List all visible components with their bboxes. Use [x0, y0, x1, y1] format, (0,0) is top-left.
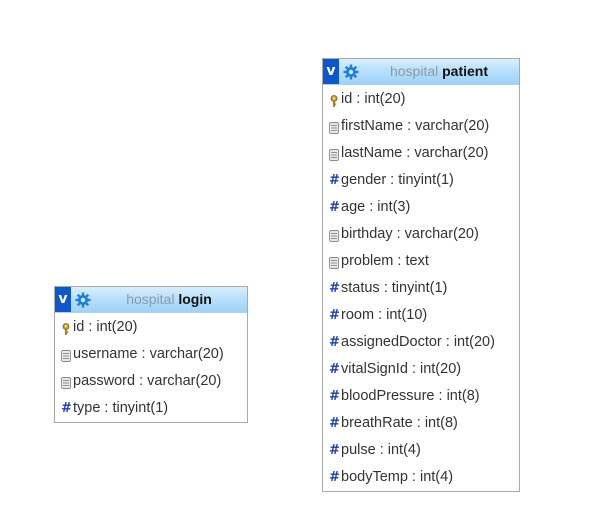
column-row[interactable]: # bodyTemp : int(4): [323, 464, 519, 491]
column-row[interactable]: id : int(20): [55, 314, 247, 341]
text-field-icon: [329, 149, 339, 161]
column-row[interactable]: # breathRate : int(8): [323, 410, 519, 437]
table-header[interactable]: v hospital patient: [323, 59, 519, 85]
column-row[interactable]: lastName : varchar(20): [323, 140, 519, 167]
table-name: patient: [442, 63, 489, 79]
column-row[interactable]: # assignedDoctor : int(20): [323, 329, 519, 356]
numeric-field-icon: #: [329, 335, 340, 350]
numeric-field-icon: #: [329, 416, 340, 431]
column-row[interactable]: password : varchar(20): [55, 368, 247, 395]
column-list: id : int(20) firstName : varchar(20) las…: [323, 85, 519, 491]
column-label: pulse : int(4): [341, 442, 421, 458]
text-field-icon: [61, 350, 71, 362]
column-label: problem : text: [341, 253, 429, 269]
numeric-field-icon: #: [61, 401, 72, 416]
numeric-field-icon: #: [329, 173, 340, 188]
numeric-field-icon: #: [329, 200, 340, 215]
numeric-field-icon: #: [329, 443, 340, 458]
text-field-icon: [329, 230, 339, 242]
column-row[interactable]: # room : int(10): [323, 302, 519, 329]
text-field-icon: [329, 257, 339, 269]
table-patient[interactable]: v hospital patient: [322, 58, 520, 492]
column-label: username : varchar(20): [73, 346, 224, 362]
view-toggle-button[interactable]: v: [55, 287, 71, 312]
column-row[interactable]: problem : text: [323, 248, 519, 275]
column-row[interactable]: # vitalSignId : int(20): [323, 356, 519, 383]
table-name: login: [178, 291, 212, 307]
key-icon: [62, 323, 70, 335]
numeric-field-icon: #: [329, 362, 340, 377]
numeric-field-icon: #: [329, 470, 340, 485]
column-row[interactable]: # bloodPressure : int(8): [323, 383, 519, 410]
column-label: firstName : varchar(20): [341, 118, 490, 134]
column-label: room : int(10): [341, 307, 428, 323]
column-row[interactable]: # pulse : int(4): [323, 437, 519, 464]
numeric-field-icon: #: [329, 308, 340, 323]
column-row[interactable]: # status : tinyint(1): [323, 275, 519, 302]
numeric-field-icon: #: [329, 281, 340, 296]
column-label: age : int(3): [341, 199, 411, 215]
column-list: id : int(20) username : varchar(20) pass…: [55, 313, 247, 422]
gear-icon[interactable]: [343, 64, 359, 80]
column-label: bloodPressure : int(8): [341, 388, 480, 404]
column-row[interactable]: firstName : varchar(20): [323, 113, 519, 140]
column-label: assignedDoctor : int(20): [341, 334, 495, 350]
column-label: id : int(20): [341, 91, 406, 107]
table-header[interactable]: v hospital login: [55, 287, 247, 313]
table-title: hospital patient: [361, 59, 517, 84]
key-icon: [330, 95, 338, 107]
column-label: id : int(20): [73, 319, 138, 335]
text-field-icon: [61, 377, 71, 389]
column-row[interactable]: # age : int(3): [323, 194, 519, 221]
column-label: breathRate : int(8): [341, 415, 458, 431]
column-label: bodyTemp : int(4): [341, 469, 454, 485]
column-row[interactable]: # gender : tinyint(1): [323, 167, 519, 194]
column-label: gender : tinyint(1): [341, 172, 454, 188]
column-label: lastName : varchar(20): [341, 145, 489, 161]
column-label: type : tinyint(1): [73, 400, 169, 416]
column-label: status : tinyint(1): [341, 280, 448, 296]
column-row[interactable]: birthday : varchar(20): [323, 221, 519, 248]
database-name: hospital: [126, 291, 175, 307]
column-label: birthday : varchar(20): [341, 226, 479, 242]
table-title: hospital login: [93, 287, 245, 312]
gear-icon[interactable]: [75, 292, 91, 308]
database-name: hospital: [389, 63, 439, 79]
column-row[interactable]: # type : tinyint(1): [55, 395, 247, 422]
column-label: vitalSignId : int(20): [341, 361, 462, 377]
view-toggle-button[interactable]: v: [323, 59, 339, 84]
numeric-field-icon: #: [329, 389, 340, 404]
table-login[interactable]: v hospital login: [54, 286, 248, 423]
column-label: password : varchar(20): [73, 373, 222, 389]
text-field-icon: [329, 122, 339, 134]
column-row[interactable]: id : int(20): [323, 86, 519, 113]
column-row[interactable]: username : varchar(20): [55, 341, 247, 368]
